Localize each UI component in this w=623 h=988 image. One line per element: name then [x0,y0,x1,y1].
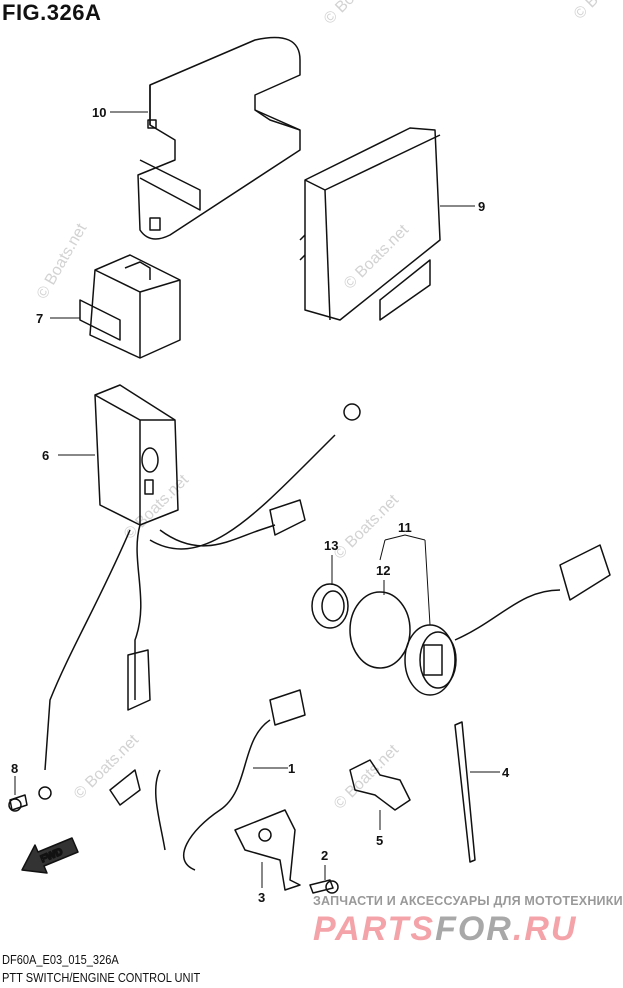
logo-part: FOR [435,910,513,948]
callout-8: 8 [11,761,18,776]
callout-5: 5 [376,833,383,848]
logo-part: .RU [512,910,578,948]
callout-10: 10 [92,105,106,120]
callout-13: 13 [324,538,338,553]
callout-12: 12 [376,563,390,578]
part-10-cover [137,36,301,240]
callout-9: 9 [478,199,485,214]
watermark: © Boats.net [321,0,393,28]
figure-code: DF60A_E03_015_326A [2,952,119,967]
part-11-switch-assembly [404,544,611,696]
logo-part: PARTS [313,910,436,948]
part-6-ptt-switch [38,384,361,800]
callout-2: 2 [321,848,328,863]
callout-3: 3 [258,890,265,905]
watermark: © Boats.net [71,731,143,803]
watermarks: © Boats.net © Boats.net © Boats.net © Bo… [34,0,623,813]
partsfor-logo: PARTSFOR.RU [313,910,577,949]
partsfor-tagline: ЗАПЧАСТИ И АКСЕССУАРЫ ДЛЯ МОТОТЕХНИКИ [313,894,623,908]
part-12-o-ring [349,591,411,669]
watermark: © Boats.net [571,0,623,23]
leader-lines [14,111,500,888]
part-8-bolt [8,794,28,812]
callout-4: 4 [502,765,510,780]
callout-6: 6 [42,448,49,463]
part-3-bracket [234,809,301,891]
part-2-bolt [309,879,339,894]
callouts: 10 9 7 6 11 13 12 1 4 8 5 2 3 [11,105,510,905]
figure-caption: PTT SWITCH/ENGINE CONTROL UNIT [2,970,201,985]
part-1-harness [109,689,306,871]
fwd-arrow: FWD [21,837,79,874]
part-9-ecu [299,127,441,321]
part-7-relay [79,254,181,359]
figure-title: FIG.326A [2,0,102,25]
callout-7: 7 [36,311,43,326]
callout-11: 11 [398,520,412,535]
part-13-nut [311,583,349,629]
watermark: © Boats.net [331,491,403,563]
part-4-cable-tie [454,721,476,863]
watermark: © Boats.net [34,220,91,302]
watermark: © Boats.net [121,471,193,543]
watermark: © Boats.net [331,741,403,813]
part-5-clamp [349,759,411,811]
callout-1: 1 [288,761,295,776]
